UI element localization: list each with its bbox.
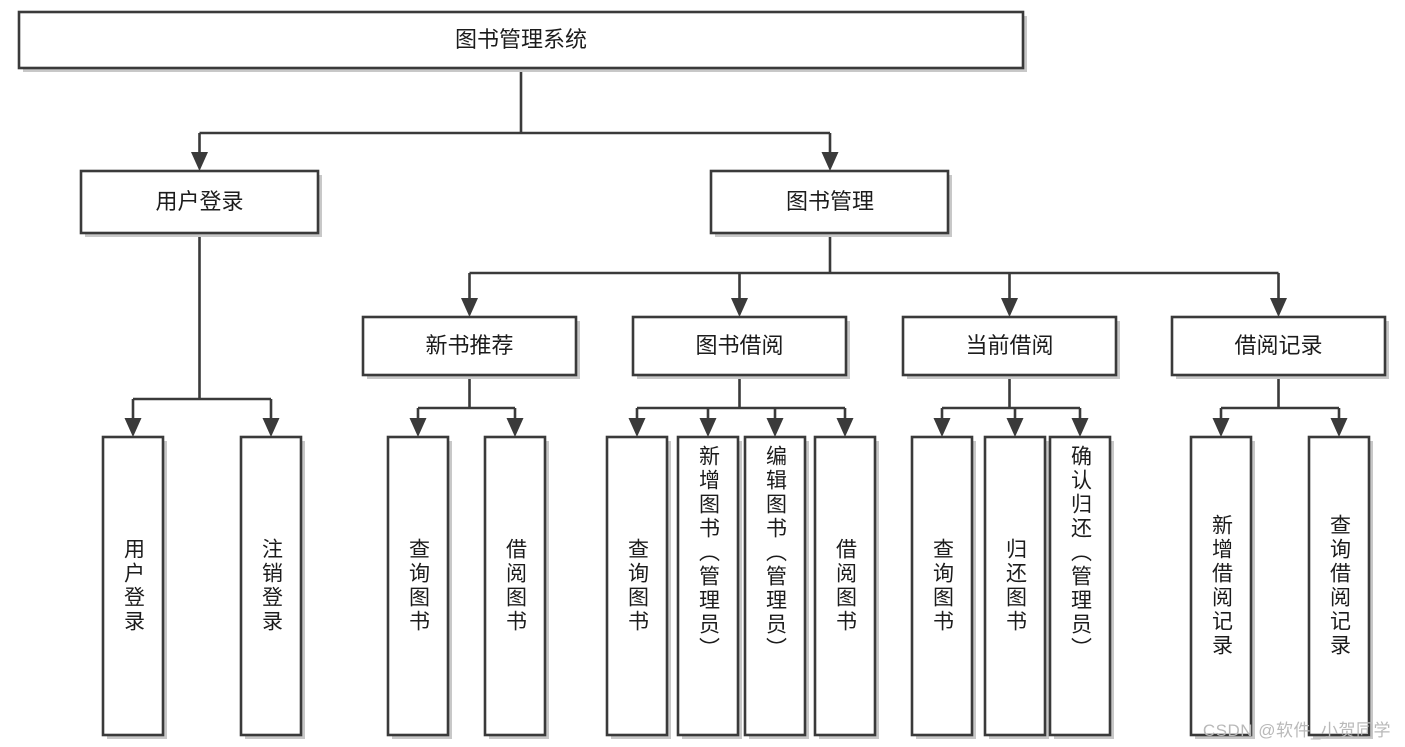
arrow-to-leaf-user-login <box>124 418 142 437</box>
leaf-node-return-books[interactable] <box>983 435 1049 739</box>
leaf-node-add-borrow-record[interactable] <box>1189 435 1255 739</box>
arrow-root-to-book-mgmt <box>821 152 839 171</box>
node-borrow-records-label: 借阅记录 <box>1234 333 1322 358</box>
node-root-system[interactable]: 图书管理系统 <box>17 10 1027 72</box>
arrow-borrowrecords-leaf-1 <box>1212 418 1230 437</box>
node-new-book-recommend[interactable]: 新书推荐 <box>361 315 580 379</box>
arrow-newbooks-leaf-2 <box>506 418 524 437</box>
node-borrow-records[interactable]: 借阅记录 <box>1170 315 1389 379</box>
node-layer: 图书管理系统 用户登录 图书管理 新书推荐 <box>17 10 1389 739</box>
arrow-to-current-borrow <box>1001 298 1018 317</box>
arrow-bookborrow-leaf-1 <box>628 418 646 437</box>
arrow-currentborrow-leaf-2 <box>1006 418 1024 437</box>
node-book-management-label: 图书管理 <box>786 189 874 214</box>
arrow-currentborrow-leaf-3 <box>1071 418 1089 437</box>
leaf-node-add-book-admin[interactable] <box>676 435 742 739</box>
arrow-to-borrow-records <box>1270 298 1287 317</box>
arrow-to-new-books <box>461 298 478 317</box>
arrow-bookborrow-leaf-4 <box>836 418 854 437</box>
arrow-to-book-borrow <box>731 298 748 317</box>
node-root-system-label: 图书管理系统 <box>455 27 587 52</box>
node-user-login-label: 用户登录 <box>155 189 243 214</box>
leaf-node-confirm-return-admin[interactable] <box>1048 435 1114 739</box>
node-new-book-recommend-label: 新书推荐 <box>425 333 513 358</box>
leaf-node-query-books-borrow[interactable] <box>605 435 671 739</box>
node-user-login[interactable]: 用户登录 <box>79 169 322 237</box>
node-book-borrow-label: 图书借阅 <box>695 333 783 358</box>
connector-layer <box>124 68 1348 437</box>
leaf-node-query-borrow-record[interactable] <box>1307 435 1373 739</box>
leaf-node-borrow-books-newbooks[interactable] <box>483 435 549 739</box>
watermark-text: CSDN @软件_小贺同学 <box>1202 721 1391 740</box>
node-book-management[interactable]: 图书管理 <box>709 169 952 237</box>
node-book-borrow[interactable]: 图书借阅 <box>631 315 850 379</box>
leaf-node-logout[interactable] <box>239 435 305 739</box>
leaf-node-query-books-current[interactable] <box>910 435 976 739</box>
arrow-root-to-user-login <box>191 152 208 171</box>
arrow-bookborrow-leaf-3 <box>766 418 784 437</box>
arrow-newbooks-leaf-1 <box>409 418 427 437</box>
leaf-node-query-books-newbooks[interactable] <box>386 435 452 739</box>
leaf-node-borrow-books-borrow[interactable] <box>813 435 879 739</box>
arrow-to-leaf-logout <box>262 418 280 437</box>
leaf-node-user-login[interactable] <box>101 435 167 739</box>
node-current-borrow[interactable]: 当前借阅 <box>901 315 1120 379</box>
arrow-borrowrecords-leaf-2 <box>1330 418 1348 437</box>
arrow-bookborrow-leaf-2 <box>699 418 717 437</box>
leaf-node-edit-book-admin[interactable] <box>743 435 809 739</box>
node-current-borrow-label: 当前借阅 <box>965 333 1053 358</box>
arrow-currentborrow-leaf-1 <box>933 418 951 437</box>
